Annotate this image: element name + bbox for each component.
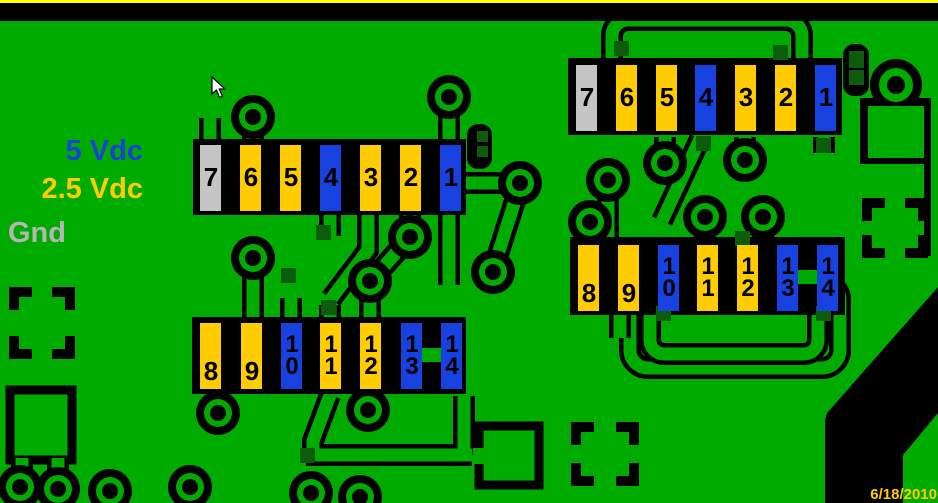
chip2-pin-2[interactable]: 2 bbox=[775, 65, 796, 131]
legend-gnd: Gnd bbox=[8, 217, 66, 249]
chip1-pin-9[interactable]: 9 bbox=[241, 323, 262, 389]
pin-number: 9 bbox=[621, 278, 637, 309]
pin-number: 1 1 bbox=[324, 330, 337, 380]
pin-number: 3 bbox=[363, 162, 379, 193]
chip2-pin-7[interactable]: 7 bbox=[576, 65, 597, 131]
chip2-pin-11[interactable]: 1 1 bbox=[697, 245, 718, 311]
chip2-pin-8[interactable]: 8 bbox=[578, 245, 599, 311]
chip1-pin-4[interactable]: 4 bbox=[320, 145, 341, 211]
pin-number: 1 4 bbox=[821, 252, 834, 302]
chip2-pin-1[interactable]: 1 bbox=[815, 65, 836, 131]
pin-number: 1 1 bbox=[701, 252, 714, 302]
pin-number: 3 bbox=[738, 82, 754, 113]
pin-number: 1 3 bbox=[781, 252, 794, 302]
chip1-pin-13[interactable]: 1 3 bbox=[401, 323, 422, 389]
component-outline bbox=[5, 385, 77, 465]
fiducial-bracket bbox=[9, 198, 928, 486]
pin-number: 5 bbox=[283, 162, 299, 193]
pin-number: 7 bbox=[203, 162, 219, 193]
chip1-pin-1[interactable]: 1 bbox=[440, 145, 461, 211]
chip2-pin-12[interactable]: 1 2 bbox=[737, 245, 758, 311]
chip2-pin-9[interactable]: 9 bbox=[618, 245, 639, 311]
component-outline bbox=[474, 421, 544, 490]
pin-number: 8 bbox=[581, 278, 597, 309]
top-yellow-line bbox=[0, 0, 938, 3]
chip1-pin-5[interactable]: 5 bbox=[280, 145, 301, 211]
chip1-pin-11[interactable]: 1 1 bbox=[320, 323, 341, 389]
pin-number: 1 0 bbox=[285, 330, 298, 380]
pin-number: 6 bbox=[619, 82, 635, 113]
pin-number: 1 bbox=[818, 82, 834, 113]
chip1-pin-8[interactable]: 8 bbox=[200, 323, 221, 389]
chip1-pin-6[interactable]: 6 bbox=[240, 145, 261, 211]
legend-2-5vdc: 2.5 Vdc bbox=[41, 173, 143, 205]
top-black-bar bbox=[0, 3, 938, 21]
chip2-pin-10[interactable]: 1 0 bbox=[658, 245, 679, 311]
pin-number: 2 bbox=[778, 82, 794, 113]
pin-number: 1 2 bbox=[741, 252, 754, 302]
pin-number: 1 4 bbox=[445, 330, 458, 380]
chip1-pin-12[interactable]: 1 2 bbox=[360, 323, 381, 389]
pin-number: 4 bbox=[698, 82, 714, 113]
board-cutout-region bbox=[825, 287, 938, 503]
pin-number: 2 bbox=[403, 162, 419, 193]
pin-number: 6 bbox=[243, 162, 259, 193]
chip2-pin-14[interactable]: 1 4 bbox=[817, 245, 838, 311]
pin-number: 1 0 bbox=[662, 252, 675, 302]
chip1-pin-14[interactable]: 1 4 bbox=[441, 323, 462, 389]
chip2-pin-6[interactable]: 6 bbox=[616, 65, 637, 131]
chip2-pin-4[interactable]: 4 bbox=[695, 65, 716, 131]
pin-number: 7 bbox=[579, 82, 595, 113]
pin-number: 1 2 bbox=[364, 330, 377, 380]
chip1-pin-7[interactable]: 7 bbox=[200, 145, 221, 211]
chip1-pin-2[interactable]: 2 bbox=[400, 145, 421, 211]
date-label: 6/18/2010 bbox=[870, 486, 937, 503]
chip2-pin-13[interactable]: 1 3 bbox=[777, 245, 798, 311]
chip2-pin-3[interactable]: 3 bbox=[735, 65, 756, 131]
chip1-pin-3[interactable]: 3 bbox=[360, 145, 381, 211]
chip2-pin-5[interactable]: 5 bbox=[656, 65, 677, 131]
pin-number: 8 bbox=[203, 356, 219, 387]
pin-number: 9 bbox=[244, 356, 260, 387]
pin-number: 1 bbox=[443, 162, 459, 193]
pin-number: 1 3 bbox=[405, 330, 418, 380]
keyhole-pad-hole bbox=[887, 76, 905, 94]
via-holes bbox=[12, 89, 771, 503]
chip1-pin-10[interactable]: 1 0 bbox=[281, 323, 302, 389]
legend-5vdc: 5 Vdc bbox=[65, 135, 143, 167]
pin-number: 5 bbox=[659, 82, 675, 113]
pin-number: 4 bbox=[323, 162, 339, 193]
mouse-cursor-icon bbox=[211, 75, 228, 105]
